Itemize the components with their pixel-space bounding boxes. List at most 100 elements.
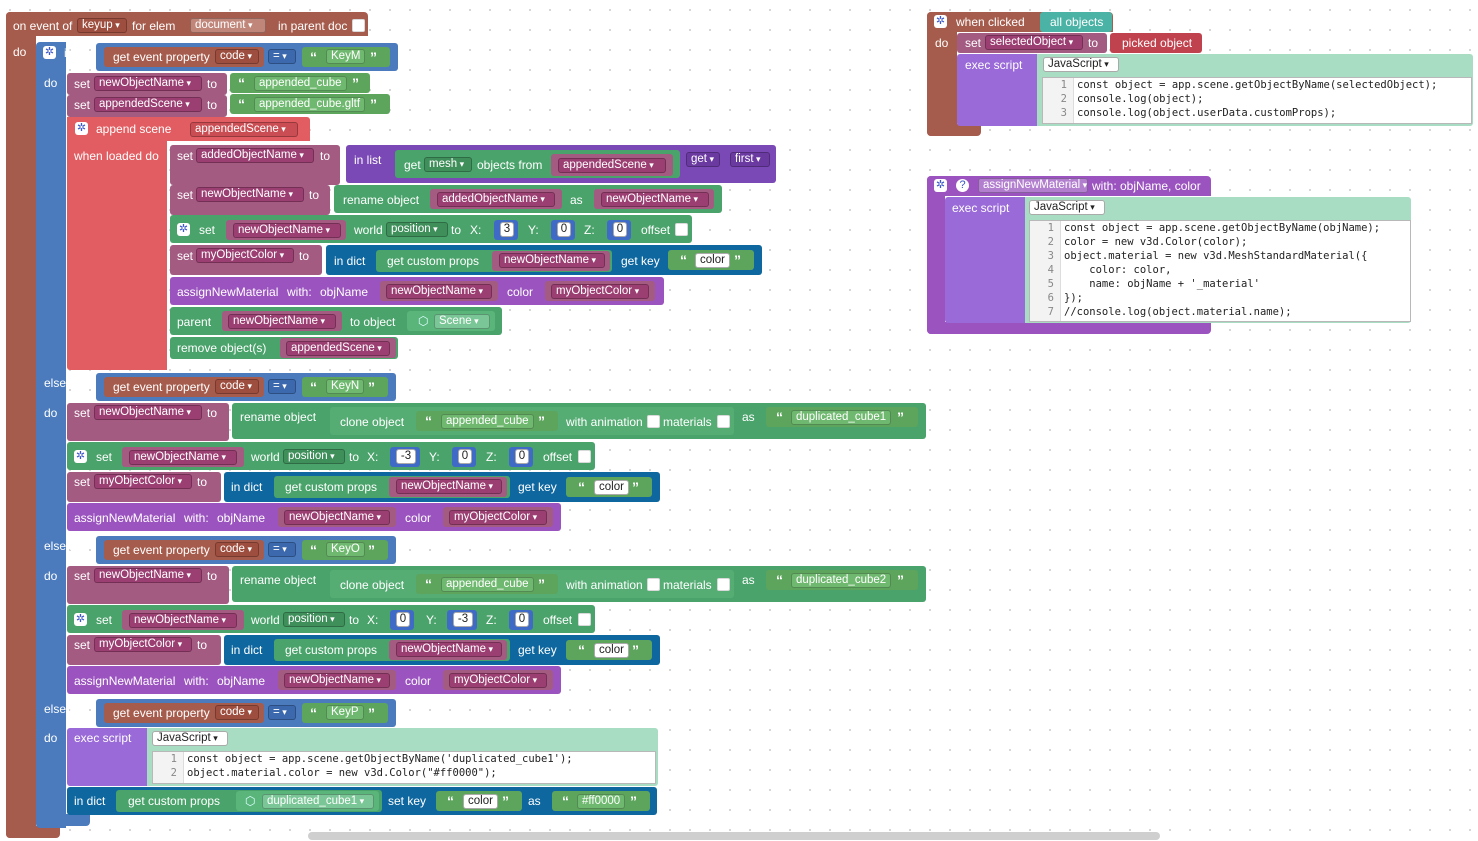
variable-dropdown[interactable]: newObjectName xyxy=(129,450,237,465)
keyup-event-block[interactable] xyxy=(6,12,368,36)
variable-dropdown[interactable]: myObjectColor xyxy=(94,474,192,489)
variable-dropdown[interactable]: selectedObject xyxy=(985,35,1083,50)
equals-dropdown[interactable]: = xyxy=(268,542,296,557)
variable-dropdown[interactable]: newObjectName xyxy=(499,253,605,268)
all-objects-block[interactable] xyxy=(1040,12,1112,32)
element-dropdown[interactable]: document xyxy=(190,18,266,33)
first-dropdown[interactable]: first xyxy=(730,152,770,167)
code-dropdown[interactable]: code xyxy=(215,542,259,557)
variable-dropdown[interactable]: addedObjectName xyxy=(437,192,555,207)
text-field[interactable]: color xyxy=(594,643,629,658)
variable-dropdown[interactable]: newObjectName xyxy=(228,314,336,329)
gear-icon[interactable]: ✲ xyxy=(74,613,87,626)
in-parent-doc-checkbox[interactable] xyxy=(352,19,365,32)
variable-dropdown[interactable]: newObjectName xyxy=(386,284,492,299)
code-dropdown[interactable]: code xyxy=(215,49,259,64)
variable-dropdown[interactable]: myObjectColor xyxy=(94,637,192,652)
variable-dropdown[interactable]: appendedScene xyxy=(286,341,390,356)
variable-dropdown[interactable]: myObjectColor xyxy=(449,673,547,688)
variable-dropdown[interactable]: newObjectName xyxy=(129,613,237,628)
horizontal-scrollbar[interactable] xyxy=(308,832,1160,840)
variable-dropdown[interactable]: newObjectName xyxy=(601,192,709,207)
number-field[interactable]: -3 xyxy=(453,612,473,627)
variable-dropdown[interactable]: newObjectName xyxy=(284,673,390,688)
number-field[interactable]: -3 xyxy=(396,449,416,464)
variable-dropdown[interactable]: newObjectName xyxy=(396,642,502,657)
gear-icon[interactable]: ✲ xyxy=(177,223,190,236)
text-field[interactable]: color xyxy=(463,794,498,809)
equals-dropdown[interactable]: = xyxy=(268,49,296,64)
variable-dropdown[interactable]: appendedScene xyxy=(94,97,202,112)
language-dropdown[interactable]: JavaScript xyxy=(1029,200,1105,215)
number-field[interactable]: 0 xyxy=(396,612,410,627)
scene-dropdown[interactable]: Scene xyxy=(434,314,490,329)
text-field[interactable]: #ff0000 xyxy=(577,794,626,809)
text-field[interactable]: KeyO xyxy=(326,542,365,557)
number-field[interactable]: 3 xyxy=(500,222,514,237)
variable-dropdown[interactable]: addedObjectName xyxy=(196,148,314,163)
text-field[interactable]: appended_cube.gltf xyxy=(254,97,366,112)
number-field[interactable]: 0 xyxy=(515,612,529,627)
code-dropdown[interactable]: code xyxy=(215,705,259,720)
variable-dropdown[interactable]: newObjectName xyxy=(94,76,202,91)
code-dropdown[interactable]: code xyxy=(215,379,259,394)
gear-icon[interactable]: ✲ xyxy=(43,46,56,59)
offset-checkbox[interactable] xyxy=(578,613,591,626)
variable-dropdown[interactable]: myObjectColor xyxy=(551,284,649,299)
variable-dropdown[interactable]: newObjectName xyxy=(196,187,304,202)
position-dropdown[interactable]: position xyxy=(283,612,345,627)
event-type-dropdown[interactable]: keyup xyxy=(77,18,127,33)
variable-dropdown[interactable]: appendedScene xyxy=(558,158,666,173)
text-field[interactable]: duplicated_cube2 xyxy=(791,573,892,588)
offset-checkbox[interactable] xyxy=(675,223,688,236)
gear-icon[interactable]: ✲ xyxy=(75,122,88,135)
text-field[interactable]: color xyxy=(594,480,629,495)
text-field[interactable]: duplicated_cube1 xyxy=(791,410,892,425)
get-mode-dropdown[interactable]: get xyxy=(686,152,720,167)
text-field[interactable]: KeyM xyxy=(326,49,366,64)
variable-dropdown[interactable]: newObjectName xyxy=(94,568,202,583)
variable-dropdown[interactable]: newObjectName xyxy=(396,479,502,494)
gear-icon[interactable]: ✲ xyxy=(934,179,947,192)
number-field[interactable]: 0 xyxy=(515,449,529,464)
equals-dropdown[interactable]: = xyxy=(268,379,296,394)
mesh-dropdown[interactable]: mesh xyxy=(424,157,472,172)
text-field[interactable]: appended_cube xyxy=(254,76,347,91)
text-field[interactable]: KeyP xyxy=(326,705,364,720)
number-field[interactable]: 0 xyxy=(458,449,472,464)
variable-dropdown[interactable]: appendedScene xyxy=(190,122,298,137)
exec-script-block[interactable] xyxy=(957,54,1037,126)
if-block-spine[interactable] xyxy=(36,42,66,828)
variable-dropdown[interactable]: newObjectName xyxy=(233,223,341,238)
materials-checkbox[interactable] xyxy=(717,415,730,428)
picked-object-block[interactable] xyxy=(1110,33,1202,53)
procedure-name-field[interactable]: assignNewMaterial xyxy=(978,178,1088,193)
animation-checkbox[interactable] xyxy=(647,415,660,428)
text-field[interactable]: appended_cube xyxy=(441,414,534,429)
number-field[interactable]: 0 xyxy=(613,222,627,237)
exec-script-block[interactable] xyxy=(945,197,1025,323)
text-field[interactable]: KeyN xyxy=(326,379,365,394)
position-dropdown[interactable]: position xyxy=(386,222,448,237)
language-dropdown[interactable]: JavaScript xyxy=(152,731,228,746)
language-dropdown[interactable]: JavaScript xyxy=(1043,57,1119,72)
variable-dropdown[interactable]: myObjectColor xyxy=(196,248,294,263)
object-dropdown[interactable]: duplicated_cube1 xyxy=(262,794,374,809)
help-icon[interactable]: ? xyxy=(956,179,969,192)
offset-checkbox[interactable] xyxy=(578,450,591,463)
materials-checkbox[interactable] xyxy=(717,578,730,591)
exec-script-block[interactable] xyxy=(67,728,147,786)
equals-dropdown[interactable]: = xyxy=(268,705,296,720)
text-field[interactable]: appended_cube xyxy=(441,577,534,592)
variable-dropdown[interactable]: newObjectName xyxy=(284,510,390,525)
variable-dropdown[interactable]: myObjectColor xyxy=(449,510,547,525)
text-field[interactable]: color xyxy=(695,253,730,268)
position-dropdown[interactable]: position xyxy=(283,449,345,464)
number-field[interactable]: 0 xyxy=(557,222,571,237)
gear-icon[interactable]: ✲ xyxy=(934,15,947,28)
animation-checkbox[interactable] xyxy=(647,578,660,591)
variable-dropdown[interactable]: newObjectName xyxy=(94,405,202,420)
